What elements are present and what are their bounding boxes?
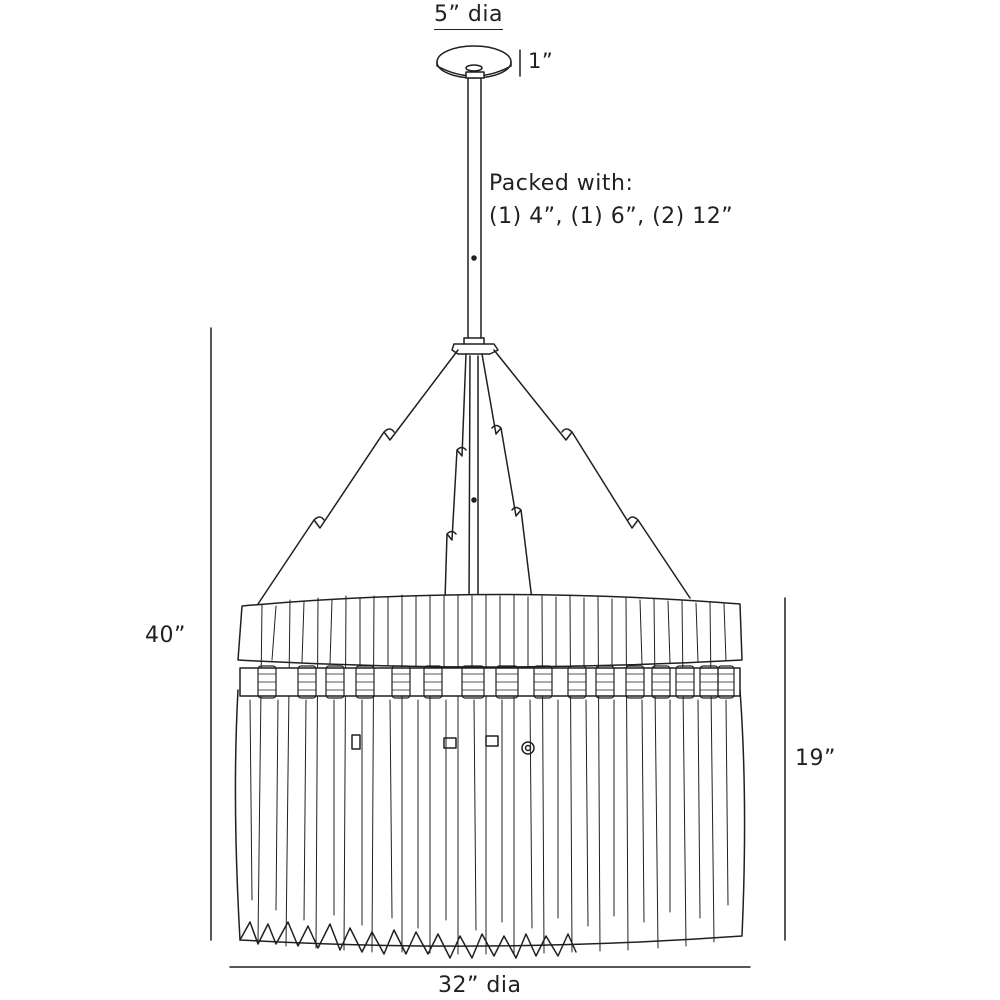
wrapped-band <box>239 665 741 699</box>
arm-hub <box>451 337 499 355</box>
down-rod <box>465 71 485 339</box>
canopy-height-label: 1” <box>528 49 554 73</box>
canopy <box>436 45 512 79</box>
light-sockets <box>351 734 535 755</box>
fabric-strips <box>249 594 729 955</box>
fabric-shade <box>234 593 746 959</box>
inner-stem <box>468 355 479 609</box>
canopy-diameter-label: 5” dia <box>434 4 503 30</box>
overall-height-label: 40” <box>145 623 186 648</box>
support-arms <box>257 349 691 605</box>
shade-diameter-label: 32” dia <box>438 973 522 998</box>
packed-with-label: Packed with: <box>489 171 634 196</box>
shade-height-label: 19” <box>795 746 836 771</box>
packed-rods-label: (1) 4”, (1) 6”, (2) 12” <box>489 204 734 229</box>
